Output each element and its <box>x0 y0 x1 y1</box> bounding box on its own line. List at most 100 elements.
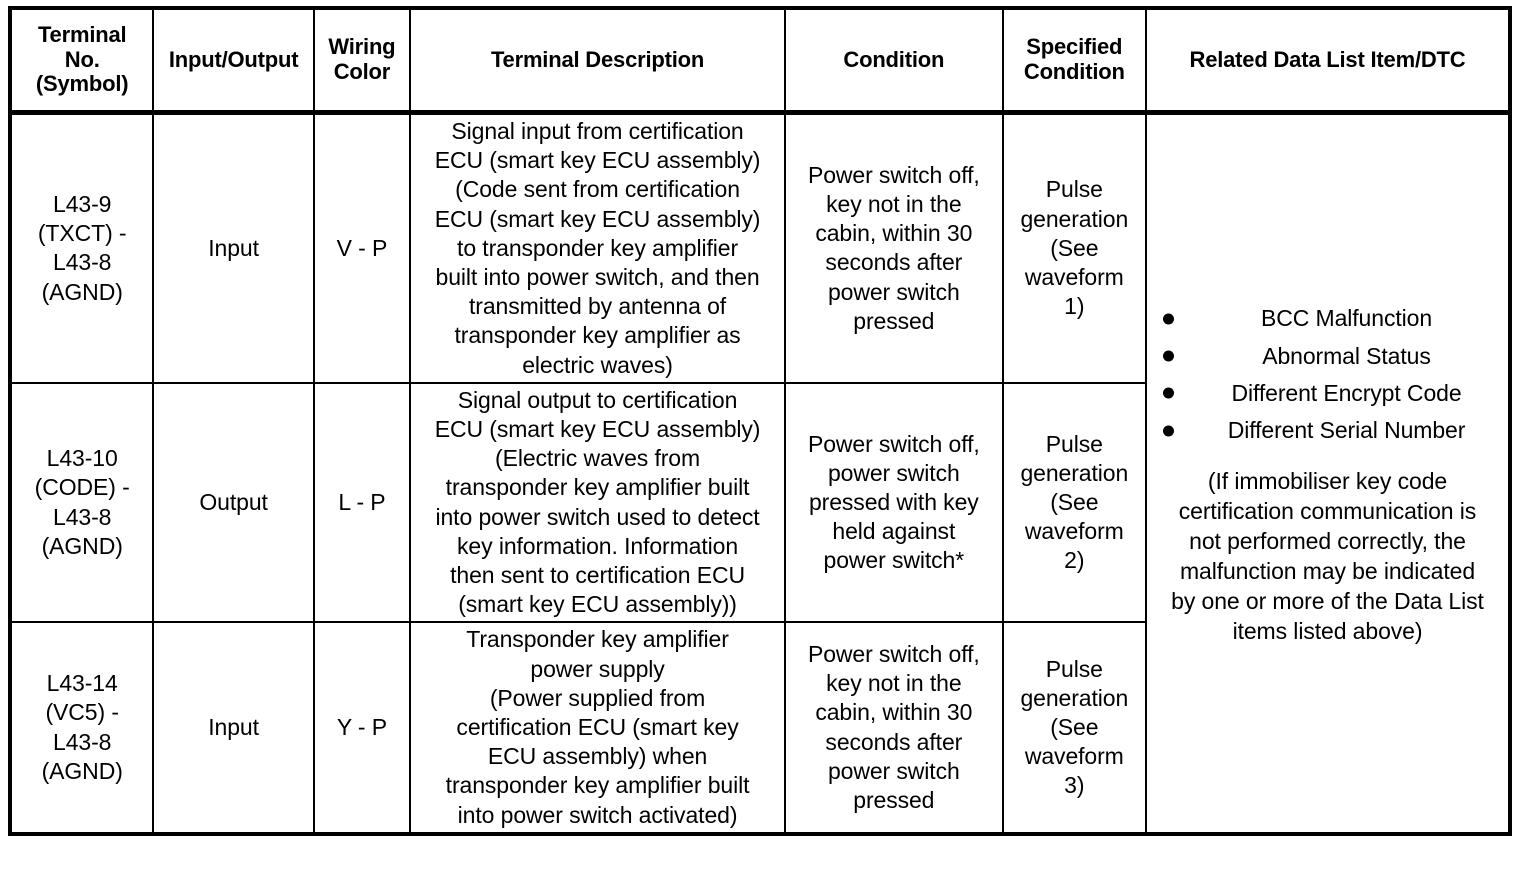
column-header-condition: Condition <box>784 7 1004 115</box>
terminal-line: L43-8 <box>53 503 112 530</box>
condition-line: key not in the <box>826 670 962 697</box>
column-header-input-output: Input/Output <box>152 7 315 115</box>
condition-line: power switch* <box>823 547 965 574</box>
description-line: transponder key amplifier built <box>445 772 750 799</box>
specified-line: (See <box>1050 489 1099 516</box>
description-line: Transponder key amplifier <box>466 626 729 653</box>
cell-condition: Power switch off, key not in the cabin, … <box>784 111 1004 384</box>
header-row: Terminal No. (Symbol) Input/Output Wirin… <box>8 7 1512 115</box>
specified-line: generation <box>1020 205 1129 232</box>
terminal-line: L43-14 <box>46 670 118 697</box>
cell-terminal-description: Signal input from certification ECU (sma… <box>409 111 787 384</box>
specified-line: generation <box>1020 459 1129 486</box>
description-line: certification ECU (smart key <box>456 714 739 741</box>
condition-line: seconds after <box>825 728 963 755</box>
cell-terminal-no: L43-14 (VC5) - L43-8 (AGND) <box>8 621 155 835</box>
condition-line: power switch <box>827 459 960 486</box>
terminal-line: (AGND) <box>41 757 123 784</box>
list-item-label: Different Serial Number <box>1227 417 1466 444</box>
cell-condition: Power switch off, key not in the cabin, … <box>784 621 1004 835</box>
specified-line: waveform <box>1024 264 1124 291</box>
specified-line: waveform <box>1024 518 1124 545</box>
specified-line: 3) <box>1064 772 1085 799</box>
cell-specified-condition: Pulse generation (See waveform 1) <box>1001 111 1147 384</box>
description-line: to transponder key amplifier <box>457 234 739 261</box>
table-row: L43-9 (TXCT) - L43-8 (AGND) Input V - P … <box>8 111 1512 835</box>
note-line: by one or more of the Data List <box>1171 587 1484 614</box>
cell-condition: Power switch off, power switch pressed w… <box>784 381 1004 624</box>
bullet-icon <box>1162 313 1174 325</box>
description-line: transponder key amplifier as <box>454 322 741 349</box>
column-header-specified-condition: Specified Condition <box>1001 7 1147 115</box>
table-row: L43-14 (VC5) - L43-8 (AGND) Input Y - P … <box>8 621 1510 835</box>
description-line: (Electric waves from <box>495 445 701 472</box>
note-line: (If immobiliser key code <box>1207 468 1448 495</box>
condition-line: Power switch off, <box>807 161 980 188</box>
column-header-related-data-list: Related Data List Item/DTC <box>1144 7 1512 115</box>
description-line: (Power supplied from <box>489 684 706 711</box>
cell-wiring-color: L - P <box>312 381 412 624</box>
condition-line: seconds after <box>825 249 963 276</box>
dtc-bullet-list: BCC Malfunction Abnormal Status Differen… <box>1151 300 1504 449</box>
terminal-line: (CODE) - <box>34 474 130 501</box>
specified-line: 1) <box>1064 293 1085 320</box>
table-row: L43-10 (CODE) - L43-8 (AGND) Output L - … <box>8 381 1510 624</box>
header-line: Terminal <box>37 22 127 48</box>
list-item: Abnormal Status <box>1162 338 1504 375</box>
description-line: ECU (smart key ECU assembly) <box>434 147 761 174</box>
specified-line: Pulse <box>1045 430 1103 457</box>
related-content: BCC Malfunction Abnormal Status Differen… <box>1151 300 1504 646</box>
description-line: power supply <box>530 655 665 682</box>
list-item-label: BCC Malfunction <box>1260 305 1433 332</box>
condition-line: held against <box>832 518 956 545</box>
column-header-wiring-color: Wiring Color <box>312 7 412 115</box>
terminal-line: (VC5) - <box>45 699 119 726</box>
specified-line: Pulse <box>1045 655 1103 682</box>
description-line: key information. Information <box>457 532 739 559</box>
description-line: transponder key amplifier built <box>445 474 750 501</box>
note-line: items listed above) <box>1232 617 1423 644</box>
header-line: Terminal Description <box>490 46 705 72</box>
column-header-terminal-description: Terminal Description <box>409 7 787 115</box>
terminal-line: (AGND) <box>41 532 123 559</box>
specified-line: (See <box>1050 714 1099 741</box>
condition-line: cabin, within 30 <box>815 699 973 726</box>
terminal-line: L43-9 <box>53 191 112 217</box>
specified-line: generation <box>1020 684 1129 711</box>
cell-input-output: Input <box>152 621 315 835</box>
header-line: Input/Output <box>168 46 299 72</box>
header-line: Specified <box>1026 34 1123 60</box>
description-line: electric waves) <box>522 351 673 378</box>
terminal-line: (TXCT) - <box>37 220 127 247</box>
bullet-icon <box>1162 387 1174 399</box>
note-line: not performed correctly, the <box>1189 528 1466 555</box>
cell-related-data-list: BCC Malfunction Abnormal Status Differen… <box>1144 111 1512 835</box>
specified-line: Pulse <box>1045 176 1103 203</box>
list-item-label: Different Encrypt Code <box>1231 379 1462 406</box>
cell-specified-condition: Pulse generation (See waveform 2) <box>1001 381 1147 624</box>
list-item-label: Abnormal Status <box>1262 342 1431 369</box>
note-line: certification communication is <box>1178 498 1477 525</box>
header-line: Condition <box>1023 59 1125 84</box>
list-item: BCC Malfunction <box>1162 300 1504 337</box>
condition-line: Power switch off, <box>807 430 980 457</box>
condition-line: power switch <box>827 757 960 784</box>
condition-line: pressed <box>853 787 935 814</box>
header-line: Color <box>333 59 391 84</box>
description-line: ECU assembly) when <box>487 743 708 770</box>
description-line: Signal output to certification <box>457 386 738 413</box>
list-item: Different Serial Number <box>1162 412 1504 449</box>
header-line: No. <box>64 46 100 72</box>
terminal-line: L43-10 <box>46 445 118 472</box>
description-line: Signal input from certification <box>451 118 744 144</box>
description-line: then sent to certification ECU <box>450 562 745 589</box>
condition-line: key not in the <box>826 191 962 217</box>
description-line: transmitted by antenna of <box>469 293 727 320</box>
terminal-line: L43-8 <box>53 249 112 276</box>
description-line: into power switch activated) <box>457 801 738 828</box>
description-line: (Code sent from certification <box>455 176 740 203</box>
description-line: ECU (smart key ECU assembly) <box>434 416 761 443</box>
condition-line: power switch <box>827 278 960 305</box>
terminal-line: (AGND) <box>41 278 123 305</box>
description-line: into power switch used to detect <box>435 503 760 530</box>
